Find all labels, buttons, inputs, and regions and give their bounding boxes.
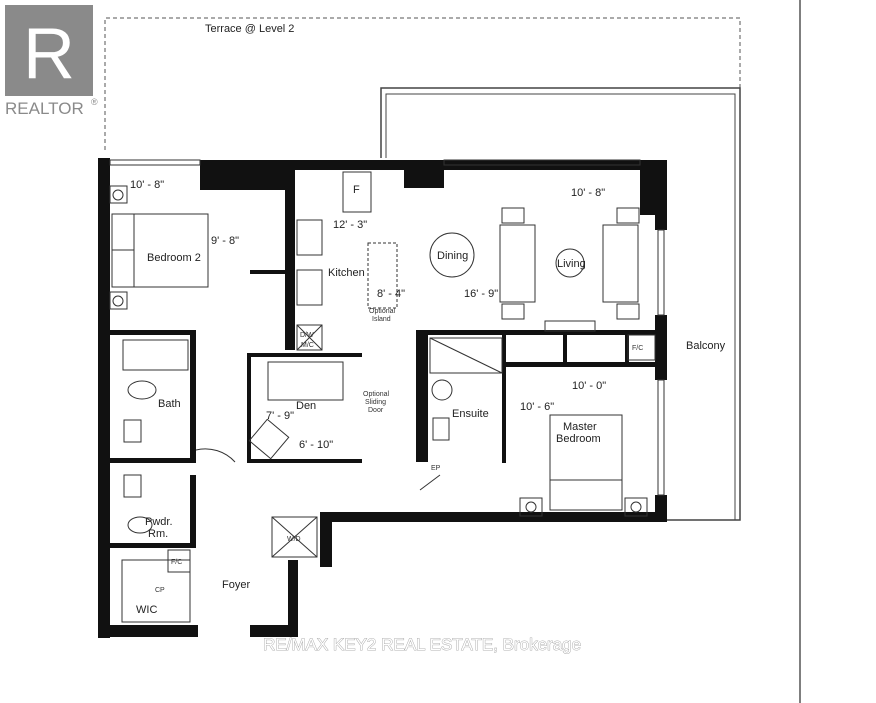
pwdr-label-1: Pwdr.	[145, 516, 173, 528]
ensuite-label: Ensuite	[452, 408, 489, 420]
bedroom2-label: Bedroom 2	[147, 252, 201, 264]
brokerage-watermark: RE/MAX KEY2 REAL ESTATE, Brokerage	[263, 635, 581, 654]
logo-text: REALTOR	[5, 99, 84, 118]
dim-living-width: 10' - 8"	[571, 187, 605, 199]
optional-island-2: Island	[372, 316, 391, 323]
sliding-door-2: Sliding	[365, 399, 386, 406]
dw-label: D/W	[300, 332, 314, 339]
windows	[109, 159, 665, 496]
optional-island-1: Optional	[369, 308, 396, 315]
sliding-door-3: Door	[368, 407, 384, 414]
terrace-outline	[104, 17, 741, 150]
den-label: Den	[296, 400, 316, 412]
logo-mark: ®	[91, 97, 98, 107]
labels: Terrace @ Level 2 Balcony Bedroom 2 Kitc…	[130, 23, 726, 616]
furniture	[109, 171, 656, 623]
foyer-label: Foyer	[222, 579, 250, 591]
cp-label: CP	[155, 587, 165, 594]
wd-label: W/D	[287, 536, 301, 543]
master-label-2: Bedroom	[556, 433, 601, 445]
dim-kitchen: 12' - 3"	[333, 219, 367, 231]
fridge-label: F	[353, 184, 360, 196]
bath-label: Bath	[158, 398, 181, 410]
dim-bed2-width: 10' - 8"	[130, 179, 164, 191]
terrace-label: Terrace @ Level 2	[205, 23, 294, 35]
exterior-walls	[98, 158, 667, 638]
pwdr-label-2: Rm.	[148, 528, 168, 540]
interior-walls	[110, 170, 660, 548]
dim-den-length: 6' - 10"	[299, 439, 333, 451]
fc-label: F/C	[632, 345, 643, 352]
living-label: Living	[557, 258, 586, 270]
dim-bed2-length: 9' - 8"	[211, 235, 239, 247]
master-label-1: Master	[563, 421, 597, 433]
wic-label: WIC	[136, 604, 157, 616]
dim-master-length: 10' - 6"	[520, 401, 554, 413]
fc-label-2: F/C	[171, 559, 182, 566]
dining-label: Dining	[437, 250, 468, 262]
realtor-logo: R REALTOR ®	[5, 5, 98, 118]
kitchen-label: Kitchen	[328, 267, 365, 279]
logo-letter: R	[23, 14, 75, 94]
dim-master-width: 10' - 0"	[572, 380, 606, 392]
dim-island: 8' - 4"	[377, 288, 405, 300]
balcony-railing	[380, 87, 741, 521]
dim-living-length: 16' - 9"	[464, 288, 498, 300]
balcony-label: Balcony	[686, 340, 726, 352]
dim-den-width: 7' - 9"	[266, 410, 294, 422]
sliding-door-1: Optional	[363, 391, 390, 398]
ep-label: EP	[431, 465, 441, 472]
mc-label: M/C	[301, 342, 314, 349]
